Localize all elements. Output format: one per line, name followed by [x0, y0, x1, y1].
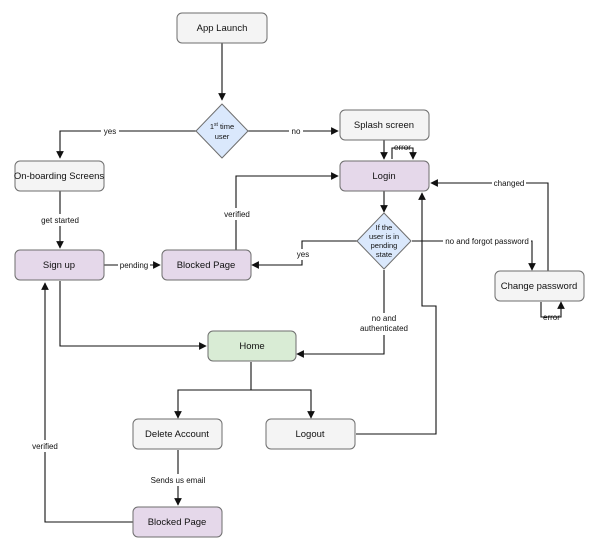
svg-text:authenticated: authenticated	[360, 324, 408, 333]
label-verified-left: verified	[29, 440, 61, 452]
svg-text:On-boarding Screens: On-boarding Screens	[14, 171, 105, 182]
svg-text:Login: Login	[372, 171, 395, 182]
decision-pending-state[interactable]: If the user is in pending state	[356, 212, 412, 270]
decision-first-time-user[interactable]: 1st time user	[195, 103, 249, 159]
edge-signup-to-home	[59, 281, 207, 350]
edge-home-to-logout	[251, 389, 315, 419]
svg-text:yes: yes	[297, 250, 309, 259]
edge-change-password-to-login	[430, 179, 549, 271]
label-no-splash: no	[289, 125, 303, 136]
label-pending: pending	[118, 260, 150, 271]
label-error-login: error	[394, 143, 411, 152]
svg-text:pending: pending	[371, 241, 398, 250]
label-changed: changed	[492, 177, 526, 189]
label-yes-blocked: yes	[294, 249, 312, 260]
svg-text:Splash screen: Splash screen	[354, 120, 414, 131]
label-yes-onboarding: yes	[101, 125, 119, 136]
svg-text:Sends us email: Sends us email	[151, 476, 206, 485]
svg-text:verified: verified	[32, 442, 58, 451]
svg-text:pending: pending	[120, 261, 148, 270]
node-blocked-page-top[interactable]: Blocked Page	[161, 249, 252, 281]
svg-text:no: no	[292, 127, 301, 136]
svg-text:App Launch: App Launch	[197, 23, 248, 34]
node-home[interactable]: Home	[207, 330, 297, 362]
edge-blocked-to-login	[235, 172, 339, 250]
label-error-change: error	[543, 313, 560, 322]
svg-text:no and: no and	[372, 314, 396, 323]
svg-text:user is in: user is in	[369, 232, 399, 241]
node-sign-up[interactable]: Sign up	[14, 249, 105, 281]
svg-text:Delete Account: Delete Account	[145, 429, 209, 440]
label-get-started: get started	[37, 214, 83, 226]
svg-text:yes: yes	[104, 127, 116, 136]
label-no-forgot-password: no and forgot password	[443, 235, 531, 247]
edge-error-loop-change	[540, 301, 565, 318]
svg-text:1st time: 1st time	[210, 122, 234, 131]
edge-logout-to-login	[356, 192, 437, 435]
edge-pending-to-home	[296, 270, 385, 358]
svg-text:changed: changed	[494, 179, 525, 188]
node-onboarding-screens[interactable]: On-boarding Screens	[14, 160, 105, 192]
node-change-password[interactable]: Change password	[494, 270, 585, 302]
edge-home-to-delete	[174, 362, 252, 419]
edge-error-loop-login	[391, 147, 417, 160]
svg-text:If the: If the	[376, 223, 393, 232]
svg-text:get started: get started	[41, 216, 79, 225]
svg-text:Home: Home	[239, 341, 264, 352]
svg-text:no and forgot password: no and forgot password	[445, 237, 529, 246]
svg-text:verified: verified	[224, 210, 250, 219]
svg-text:Blocked Page: Blocked Page	[177, 260, 236, 271]
edge-decision-to-onboarding	[56, 130, 196, 159]
svg-text:Change password: Change password	[501, 281, 578, 292]
svg-text:error: error	[543, 313, 560, 322]
edge-blocked-to-signup	[41, 282, 133, 523]
node-logout[interactable]: Logout	[265, 418, 356, 450]
svg-text:error: error	[394, 143, 411, 152]
svg-text:Logout: Logout	[295, 429, 324, 440]
svg-text:user: user	[215, 132, 230, 141]
label-no-and-authenticated: no and authenticated	[356, 313, 412, 335]
node-splash-screen[interactable]: Splash screen	[339, 109, 430, 141]
node-login[interactable]: Login	[339, 160, 430, 192]
label-sends-email: Sends us email	[148, 474, 208, 486]
svg-text:state: state	[376, 250, 392, 259]
node-app-launch[interactable]: App Launch	[176, 12, 268, 44]
node-blocked-page-bottom[interactable]: Blocked Page	[132, 506, 223, 538]
svg-text:Sign up: Sign up	[43, 260, 75, 271]
label-verified-top: verified	[221, 208, 253, 220]
node-delete-account[interactable]: Delete Account	[132, 418, 223, 450]
svg-text:Blocked Page: Blocked Page	[148, 517, 207, 528]
